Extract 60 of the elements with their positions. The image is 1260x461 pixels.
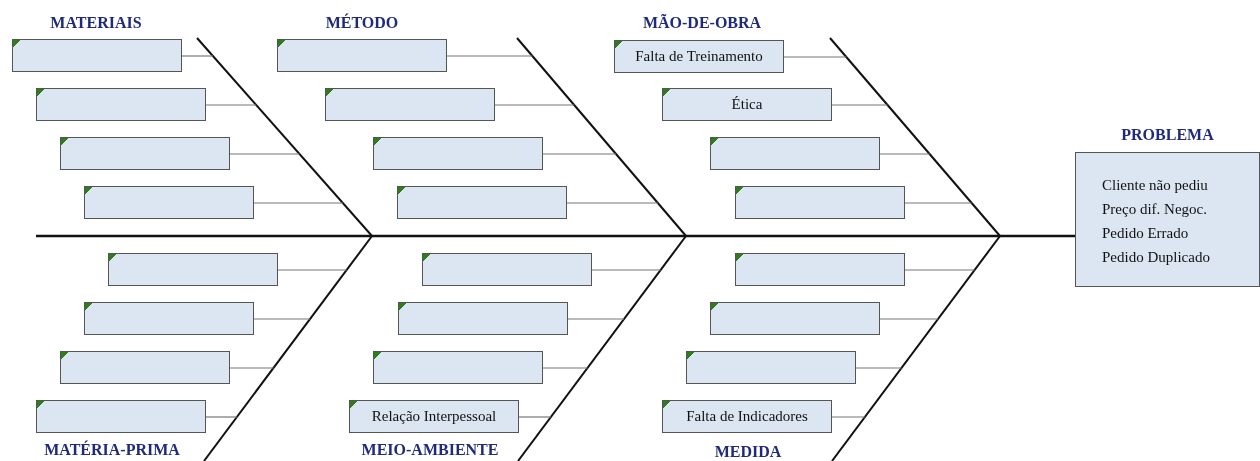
connector-line — [879, 153, 931, 155]
connector-line — [879, 318, 939, 320]
cause-text: Preço dif. Negoc. — [1102, 200, 1208, 219]
cause-text: Pedido Errado — [1102, 224, 1190, 243]
cause-box: Falta de Indicadores — [662, 400, 832, 433]
connector-line — [783, 56, 847, 58]
connector-line — [567, 318, 625, 320]
category-title: MEDIDA — [714, 443, 782, 461]
connector-line — [205, 416, 238, 418]
cause-box — [735, 186, 905, 219]
cause-box — [735, 253, 905, 286]
connector-line — [591, 269, 662, 271]
spine-line — [36, 234, 1075, 238]
category-title: MÉTODO — [325, 14, 399, 32]
cause-box — [36, 88, 206, 121]
connector-line — [855, 367, 903, 369]
connector-line — [253, 202, 344, 204]
connector-line — [542, 367, 589, 369]
cause-box — [36, 400, 206, 433]
connector-line — [542, 153, 617, 155]
cause-box — [325, 88, 495, 121]
connector-line — [518, 416, 552, 418]
connector-line — [904, 202, 973, 204]
connector-line — [831, 104, 889, 106]
cause-box — [373, 137, 543, 170]
cause-box: Ética — [662, 88, 832, 121]
connector-line — [229, 153, 301, 155]
connector-line — [181, 55, 214, 57]
cause-box — [422, 253, 592, 286]
category-title: MEIO-AMBIENTE — [361, 441, 499, 459]
connector-line — [446, 55, 533, 57]
category-title: MATERIAIS — [50, 14, 142, 32]
cause-text: Cliente não pediu — [1102, 176, 1209, 195]
connector-line — [205, 104, 257, 106]
cause-box — [12, 39, 182, 72]
cause-text: Pedido Duplicado — [1102, 248, 1211, 267]
connector-line — [566, 202, 659, 204]
cause-box — [710, 137, 880, 170]
connector-line — [831, 416, 866, 418]
cause-box — [60, 351, 230, 384]
category-title: MÃO-DE-OBRA — [642, 14, 762, 32]
cause-box — [84, 302, 254, 335]
cause-box — [398, 302, 568, 335]
connector-line — [277, 269, 348, 271]
connector-line — [494, 104, 575, 106]
cause-box — [373, 351, 543, 384]
category-title: MATÉRIA-PRIMA — [44, 441, 180, 459]
cause-box — [397, 186, 567, 219]
cause-box — [60, 137, 230, 170]
cause-box — [108, 253, 278, 286]
connector-line — [253, 318, 311, 320]
cause-box: Falta de Treinamento — [614, 40, 784, 73]
cause-box — [710, 302, 880, 335]
connector-line — [904, 269, 976, 271]
cause-box — [686, 351, 856, 384]
cause-box — [277, 39, 447, 72]
connector-line — [229, 367, 275, 369]
cause-box — [84, 186, 254, 219]
heading: PROBLEMA — [1120, 126, 1215, 145]
cause-box: Relação Interpessoal — [349, 400, 519, 433]
